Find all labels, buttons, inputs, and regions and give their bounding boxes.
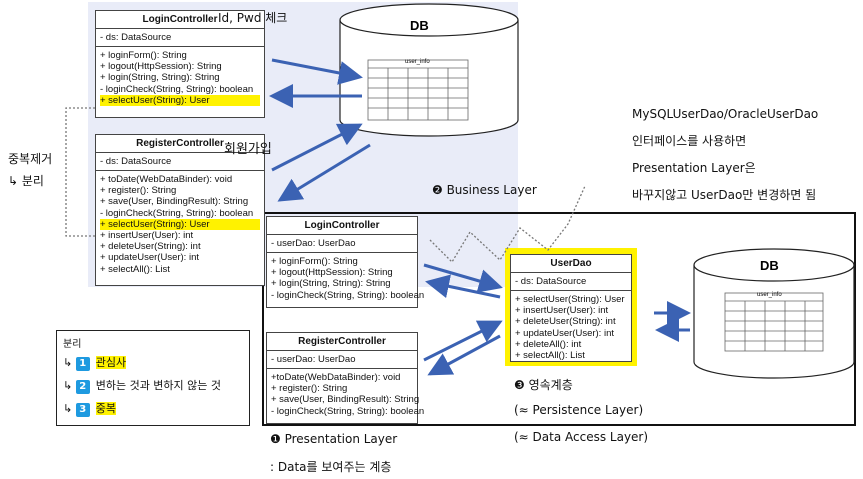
bottom-register-controller-class: RegisterController - userDao: UserDao +t…: [266, 332, 425, 424]
class-method: + selectUser(String): User: [515, 294, 625, 305]
class-title: LoginController: [267, 217, 417, 235]
class-title: RegisterController: [96, 135, 264, 153]
class-method: - loginCheck(String, String): boolean: [271, 289, 425, 301]
bottom-login-controller-class: LoginController - userDao: UserDao + log…: [266, 216, 425, 308]
class-method: + insertUser(User): int: [515, 305, 609, 317]
arrow-top-to-db: [271, 58, 363, 85]
bottom-db-table-label: user_info: [757, 292, 782, 298]
top-register-controller-class: RegisterController - ds: DataSource + to…: [95, 134, 265, 286]
class-fields: - userDao: UserDao: [267, 235, 417, 253]
dedupe-dotted-bracket: [65, 107, 95, 237]
class-method: + loginForm(): String: [100, 50, 187, 61]
id-pwd-check-note: Id, Pwd 체크: [218, 11, 288, 25]
persistence-label-2: (≈ Persistence Layer): [514, 403, 644, 417]
class-field: - ds: DataSource: [100, 156, 172, 167]
class-title: UserDao: [511, 255, 631, 273]
arrow-icon: ↳: [63, 356, 76, 369]
arrow-icon: ↳: [63, 402, 76, 415]
class-method: + register(): String: [100, 185, 177, 197]
top-db-table-label: user_info: [405, 59, 430, 65]
presentation-label-1: ❶ Presentation Layer: [270, 432, 398, 446]
class-method: + deleteUser(String): int: [100, 241, 201, 253]
class-method: + register(): String: [271, 383, 348, 395]
class-field: - userDao: UserDao: [271, 238, 356, 249]
arrow-dao-to-login: [425, 274, 501, 299]
bottom-db-table-grid: [724, 292, 824, 352]
class-method: + toDate(WebDataBinder): void: [100, 174, 233, 185]
top-db-table-grid: [367, 59, 469, 121]
bottom-region-border: [262, 212, 856, 426]
arrow-db-to-register: [277, 143, 371, 202]
class-method: + login(String, String): String: [100, 72, 220, 84]
right-note-line: 인터페이스를 사용하면: [632, 134, 747, 148]
business-layer-dotted-line: [429, 185, 586, 264]
bottom-db-label: DB: [760, 258, 779, 273]
class-fields: - ds: DataSource: [96, 29, 264, 47]
business-layer-label: ❷ Business Layer: [432, 183, 537, 197]
class-method: + deleteAll(): int: [515, 338, 582, 350]
legend-item: ↳ 3 중복: [63, 400, 243, 417]
class-method: - loginCheck(String, String): boolean: [100, 207, 254, 219]
class-field: - ds: DataSource: [100, 32, 172, 43]
dedupe-note-line1: 중복제거: [8, 152, 53, 166]
separation-legend: 분리 ↳ 1 관심사 ↳ 2 변하는 것과 변하지 않는 것 ↳ 3 중복: [56, 330, 250, 426]
class-method: + save(User, BindingResult): String: [100, 196, 249, 208]
class-method: + save(User, BindingResult): String: [271, 394, 420, 406]
top-login-controller-class: LoginController - ds: DataSource + login…: [95, 10, 265, 118]
class-methods: + loginForm(): String + logout(HttpSessi…: [267, 253, 425, 304]
class-fields: - userDao: UserDao: [267, 351, 417, 369]
class-methods: +toDate(WebDataBinder): void + register(…: [267, 369, 425, 420]
class-method-highlighted: + selectUser(String): User: [100, 94, 260, 107]
right-note-line: Presentation Layer은: [632, 161, 756, 175]
class-method: + selectAll(): List: [100, 263, 170, 275]
legend-title: 분리: [63, 339, 82, 350]
class-method: + updateUser(User): int: [100, 252, 199, 264]
dedupe-note-line2: ↳ 분리: [8, 174, 44, 188]
class-method: + updateUser(User): int: [515, 327, 614, 339]
arrow-register-to-db: [271, 123, 363, 172]
class-method-highlighted: + selectUser(String): User: [100, 218, 260, 231]
presentation-label-2: : Data를 보여주는 계층: [270, 460, 392, 474]
class-methods: + toDate(WebDataBinder): void + register…: [96, 171, 264, 278]
legend-item-number: 3: [75, 403, 90, 417]
class-field: - userDao: UserDao: [271, 354, 356, 365]
arrow-dao-to-register: [427, 334, 501, 376]
arrow-icon: ↳: [63, 379, 76, 392]
legend-item-text: 변하는 것과 변하지 않는 것: [95, 379, 222, 392]
class-method: - loginCheck(String, String): boolean: [100, 83, 254, 95]
right-note: MySQLUserDao/OracleUserDao 인터페이스를 사용하면 P…: [632, 101, 818, 209]
right-note-line: 바꾸지않고 UserDao만 변경하면 됨: [632, 188, 817, 202]
class-method: + logout(HttpSession): String: [271, 267, 393, 279]
user-dao-class: UserDao - ds: DataSource + selectUser(St…: [510, 254, 632, 362]
persistence-label-3: (≈ Data Access Layer): [514, 430, 649, 444]
legend-item: ↳ 2 변하는 것과 변하지 않는 것: [63, 377, 243, 394]
class-method: +toDate(WebDataBinder): void: [271, 372, 401, 383]
persistence-label-1: ❸ 영속계층: [514, 378, 573, 392]
class-method: - loginCheck(String, String): boolean: [271, 405, 425, 417]
top-db-label: DB: [410, 18, 429, 33]
arrow-login-to-dao: [423, 263, 503, 293]
class-methods: + loginForm(): String + logout(HttpSessi…: [96, 47, 264, 109]
legend-item-text: 중복: [95, 402, 116, 415]
class-method: + logout(HttpSession): String: [100, 61, 222, 73]
class-method: + selectAll(): List: [515, 350, 585, 362]
class-methods: + selectUser(String): User + insertUser(…: [511, 291, 631, 364]
class-fields: - ds: DataSource: [511, 273, 631, 291]
class-field: - ds: DataSource: [515, 276, 587, 287]
legend-item: ↳ 1 관심사: [63, 354, 243, 371]
signup-note: 회원가입: [224, 142, 272, 157]
legend-item-number: 1: [75, 357, 90, 371]
class-method: + login(String, String): String: [271, 278, 391, 290]
class-fields: - ds: DataSource: [96, 153, 264, 171]
legend-item-text: 관심사: [95, 356, 127, 369]
class-method: + insertUser(User): int: [100, 230, 194, 242]
right-note-line: MySQLUserDao/OracleUserDao: [632, 107, 819, 121]
class-method: + loginForm(): String: [271, 256, 358, 267]
class-title: LoginController: [96, 11, 264, 29]
class-method: + deleteUser(String): int: [515, 316, 616, 328]
class-title: RegisterController: [267, 333, 417, 351]
legend-item-number: 2: [75, 380, 90, 394]
